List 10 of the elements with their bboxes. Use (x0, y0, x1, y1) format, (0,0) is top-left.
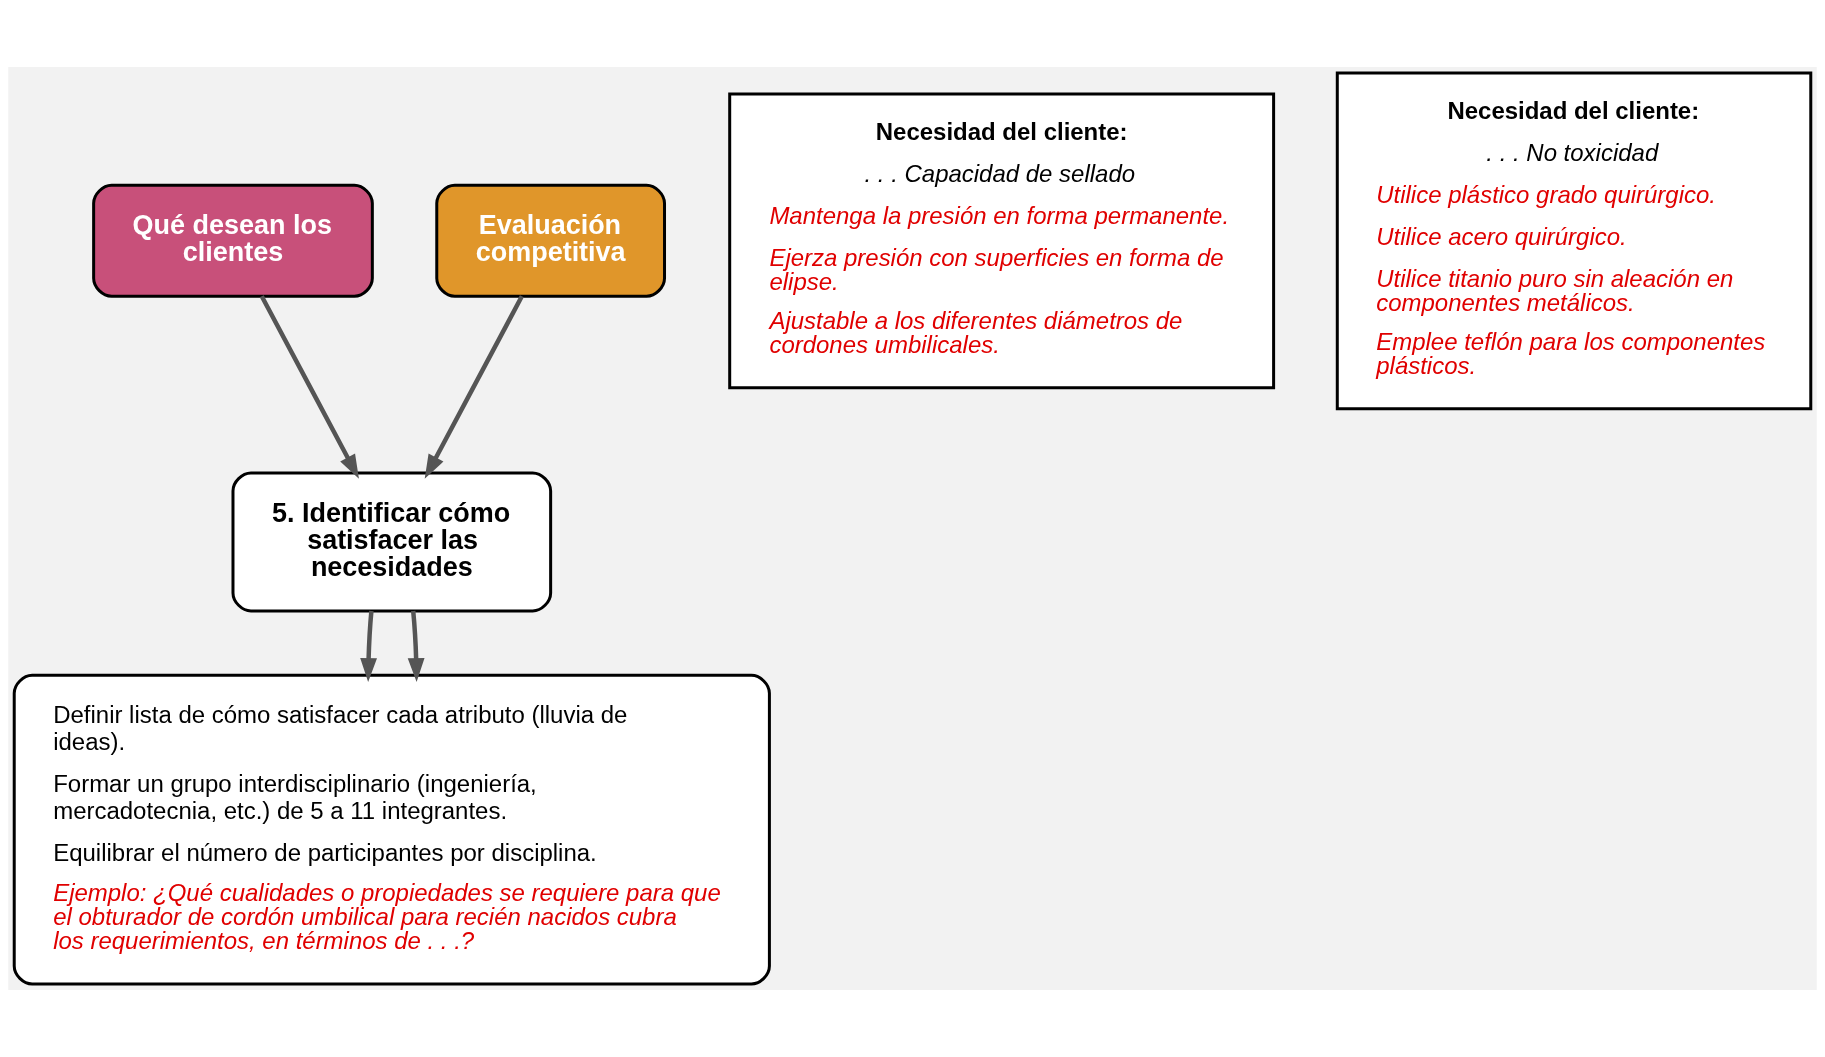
node-box: 5. Identificar cómo satisfacer las necesidades (231, 471, 553, 613)
node-box: Evaluación competitiva (435, 183, 666, 298)
node-box: Necesidad del cliente: . . . Capacidad de sellado Mantenga la presión en forma permanente. Ejerza presión con superficies en forma de elipse. Ajustable a los diferentes diámetros de cordones umbilicales. (728, 92, 1276, 390)
node-box: Definir lista de cómo satisfacer cada atributo (lluvia de ideas). Formar un grupo interdisciplinario (ingeniería, mercadotecnia, etc.) de 5 a 11 integrantes. Equilibrar el número de participantes por disciplina. Ejemplo: ¿Qué cualidades o propiedades se requiere para que el obturador de cordón umbilical para recién nacidos cubra los requerimientos, en términos de . . .? (12, 673, 771, 986)
arrow (360, 610, 377, 683)
arrow (424, 295, 524, 479)
arrow (407, 610, 425, 683)
arrow (259, 295, 359, 479)
node-box: Necesidad del cliente: . . . No toxicidad Utilice plástico grado quirúrgico. Utilice acero quirúrgico. Utilice titanio puro sin aleación en componentes metálicos. Emplee teflón para los componentes plásticos. (1335, 71, 1813, 411)
node-box: Qué desean los clientes (92, 183, 374, 298)
